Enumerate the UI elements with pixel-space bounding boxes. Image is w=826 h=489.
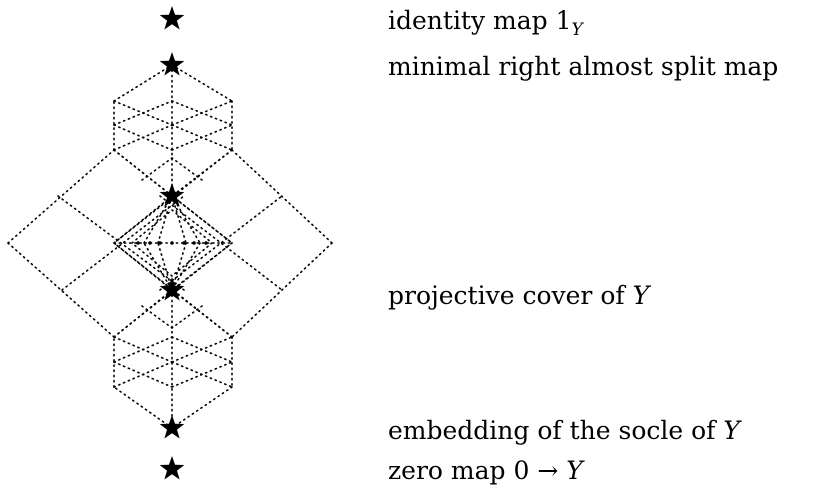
center-dot: [148, 241, 152, 245]
lattice-edge: [171, 386, 233, 429]
center-dot: [170, 241, 174, 245]
lattice-edge: [143, 195, 173, 244]
lattice-edge: [131, 209, 173, 244]
label-socle-embedding: embedding of the socle of Y: [388, 416, 740, 445]
center-dot: [158, 241, 162, 245]
lattice-edge: [141, 157, 173, 181]
lattice-edge: [171, 361, 233, 388]
lattice-edge: [113, 361, 173, 388]
label-minimal-right-almost-split-map: minimal right almost split map: [388, 52, 779, 81]
lattice-edge: [231, 242, 333, 338]
lattice-edge: [171, 100, 233, 126]
lattice-edge: [7, 149, 115, 244]
label-projective-cover: projective cover of Y: [388, 281, 650, 310]
lattice-edge: [113, 242, 173, 291]
lattice-edge: [171, 124, 233, 151]
lattice-edge: [171, 157, 203, 181]
lattice-edge: [171, 195, 187, 244]
lattice-edge: [113, 242, 233, 338]
lattice-edge: [171, 242, 213, 277]
lattice-edge: [113, 149, 233, 244]
lattice-edge: [113, 336, 173, 363]
lattice-edge: [159, 195, 283, 291]
lattice-edge: [171, 195, 233, 244]
star-icon-identity: [159, 6, 185, 30]
label-identity-map: identity map 1Y: [388, 6, 583, 40]
lattice-edge: [113, 100, 173, 126]
star-icon-minimal-right-almost-split: [159, 52, 185, 76]
lattice-edge: [61, 195, 185, 291]
lattice-edge: [113, 149, 233, 244]
center-dot: [204, 241, 208, 245]
lattice-edge: [157, 242, 173, 291]
dotted-lattice: [7, 64, 333, 429]
lattice-edge: [113, 242, 233, 338]
lattice-edge: [171, 336, 233, 363]
lattice-edge: [171, 305, 203, 329]
lattice-edge: [171, 242, 233, 291]
lattice-edge: [141, 305, 173, 329]
lattice-edge: [171, 242, 187, 291]
lattice-edge: [113, 64, 173, 102]
label-zero-map: zero map 0 → Y: [388, 456, 583, 485]
star-icon-socle-embedding: [159, 415, 185, 439]
lattice-edge: [171, 64, 233, 102]
center-dot: [182, 241, 186, 245]
lattice-edge: [143, 242, 173, 291]
star-icon-middle-upper: [159, 183, 185, 207]
lattice-edge: [171, 195, 201, 244]
center-dot: [136, 241, 140, 245]
lattice-edge: [231, 149, 333, 244]
lattice-edge: [113, 195, 173, 244]
star-icon-projective-cover: [159, 277, 185, 301]
marked-points: [159, 6, 185, 480]
lattice-edge: [113, 124, 173, 151]
lattice-edge: [171, 209, 213, 244]
star-icon-zero-map: [159, 456, 185, 480]
lattice-edge: [113, 386, 173, 429]
center-dot: [192, 241, 196, 245]
center-ellipsis-dots: [136, 241, 208, 245]
lattice-edge: [7, 242, 115, 338]
lattice-edge: [131, 242, 173, 277]
lattice-edge: [159, 195, 283, 291]
lattice-edge: [157, 195, 173, 244]
lattice-edge: [171, 242, 201, 291]
